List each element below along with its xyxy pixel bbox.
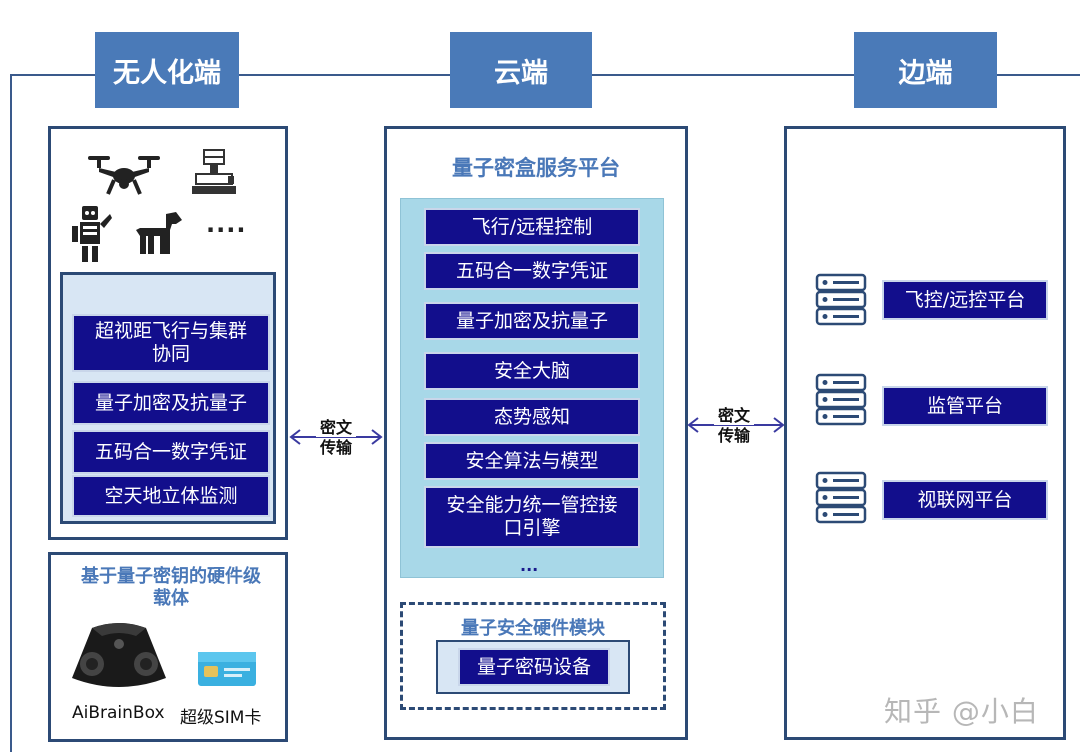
aibrainbox-device-image (72, 623, 166, 687)
server-icon (815, 373, 867, 426)
more-devices-ellipsis: .... (206, 210, 247, 238)
left-arrow-label-line2: 传输 (316, 438, 356, 458)
platform-title: 量子密盒服务平台 (452, 156, 620, 180)
service-flight-remote-control: 飞行/远程控制 (424, 208, 640, 246)
quantum-hardware-module (400, 602, 666, 710)
capability-quantum-encryption: 量子加密及抗量子 (72, 381, 270, 425)
right-arrow-label-line2: 传输 (714, 426, 754, 446)
quantum-crypto-device: 量子密码设备 (458, 648, 610, 686)
hardware-carrier-box (48, 552, 288, 742)
robot-icon (72, 206, 112, 262)
right-arrow-label-line1: 密文 (714, 406, 754, 426)
aibrainbox-caption: AiBrainBox (72, 703, 165, 723)
frame-left-line (10, 74, 12, 752)
server-icon (815, 471, 867, 524)
left-arrow-label-line1: 密文 (316, 418, 356, 438)
services-more-ellipsis: ... (520, 556, 539, 575)
platform-video-network: 视联网平台 (882, 480, 1048, 520)
header-unmanned: 无人化端 (95, 32, 239, 108)
edge-column (784, 126, 1066, 740)
capability-digital-credential: 五码合一数字凭证 (72, 430, 270, 474)
header-cloud: 云端 (450, 32, 592, 108)
sim-card-image (198, 652, 256, 686)
hardware-carrier-title: 基于量子密钥的硬件级载体 (81, 566, 261, 609)
capability-beyond-visual-flight: 超视距飞行与集群协同 (72, 314, 270, 372)
server-icon (815, 273, 867, 326)
industrial-robot-icon (192, 149, 236, 194)
service-digital-credential: 五码合一数字凭证 (424, 252, 640, 290)
super-sim-caption: 超级SIM卡 (180, 708, 262, 728)
service-unified-control-engine: 安全能力统一管控接口引擎 (424, 486, 640, 548)
robot-dog-icon (136, 212, 182, 254)
platform-flight-control: 飞控/远控平台 (882, 280, 1048, 320)
platform-supervision: 监管平台 (882, 386, 1048, 426)
capability-3d-monitoring: 空天地立体监测 (72, 475, 270, 517)
header-edge: 边端 (854, 32, 997, 108)
service-security-algorithms: 安全算法与模型 (424, 442, 640, 480)
service-quantum-encryption: 量子加密及抗量子 (424, 302, 640, 340)
drone-icon (88, 156, 160, 195)
service-security-brain: 安全大脑 (424, 352, 640, 390)
watermark-text: 知乎 @小白 (884, 695, 1039, 728)
hardware-module-title: 量子安全硬件模块 (461, 618, 605, 639)
service-situational-awareness: 态势感知 (424, 398, 640, 436)
